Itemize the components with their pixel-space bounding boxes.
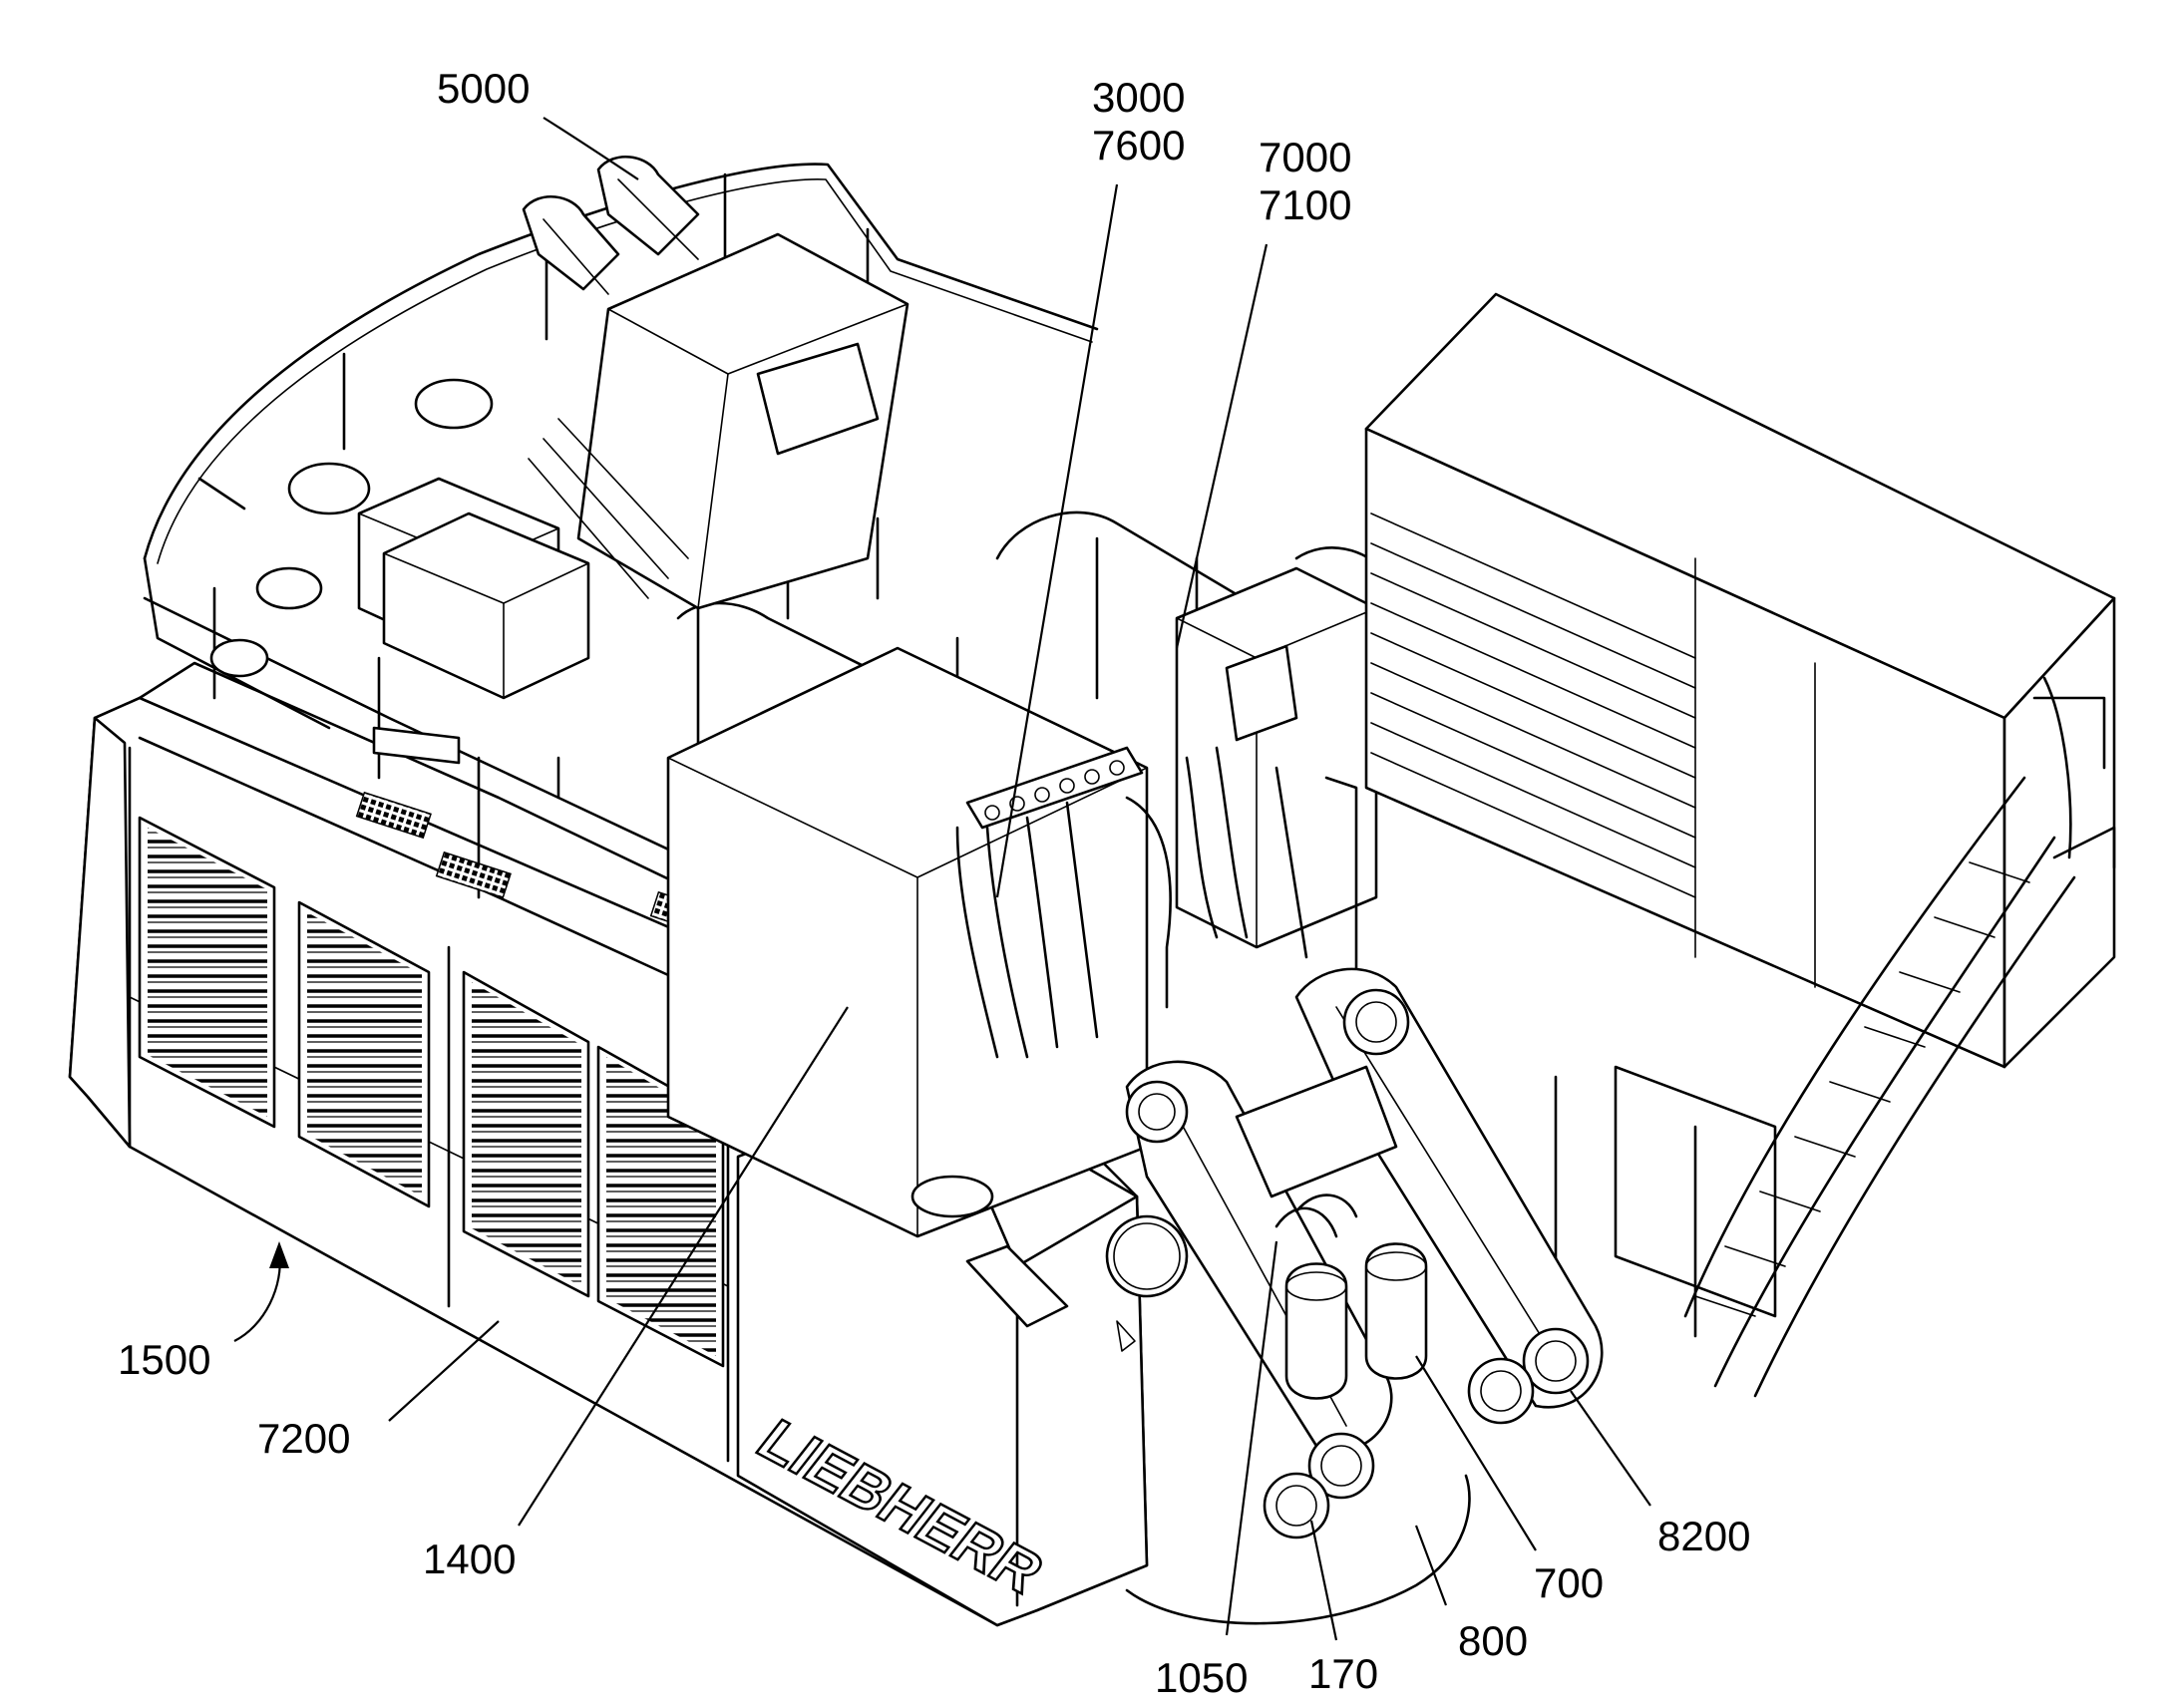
leader-8200 — [1570, 1390, 1651, 1507]
engine-enclosure — [528, 232, 909, 610]
ref-label-8200: 8200 — [1657, 1513, 1750, 1559]
leader-700 — [1415, 1355, 1537, 1551]
front-grilles — [138, 816, 725, 1368]
ref-label-3000: 3000 — [1092, 74, 1185, 121]
leader-7200 — [388, 1320, 500, 1422]
ref-label-5000: 5000 — [437, 65, 530, 112]
ref-label-7000: 7000 — [1259, 134, 1351, 180]
pump-group — [1175, 566, 1378, 959]
ref-label-7100: 7100 — [1259, 181, 1351, 228]
reference-labels: 5000 3000 7600 7000 7100 1500 7200 1400 … — [118, 65, 1750, 1701]
ref-label-7200: 7200 — [257, 1415, 350, 1462]
leader-170 — [1309, 1520, 1338, 1641]
exhaust-pipes — [522, 156, 700, 295]
access-stairway — [1683, 676, 2106, 1398]
leader-800 — [1414, 1525, 1448, 1606]
leader-7000-7100 — [1175, 243, 1269, 649]
ref-label-700: 700 — [1534, 1559, 1604, 1606]
leader-1050 — [1225, 1240, 1278, 1636]
ref-label-170: 170 — [1308, 1650, 1378, 1697]
turntable-disc — [1125, 1474, 1471, 1625]
cab-louvers — [1370, 512, 1696, 958]
leader-3000-7600 — [995, 183, 1119, 898]
control-valve-bank — [965, 746, 1144, 830]
swing-drives — [1235, 1065, 1428, 1400]
ref-label-1500: 1500 — [118, 1336, 210, 1383]
leader-1500-arrowhead — [269, 1241, 289, 1268]
leader-lines — [233, 117, 1651, 1641]
ref-label-800: 800 — [1458, 1617, 1528, 1664]
access-hatch — [1105, 1214, 1189, 1298]
ref-label-7600: 7600 — [1092, 122, 1185, 169]
leader-5000 — [543, 117, 639, 180]
left-housing-panel — [68, 716, 132, 1149]
boom-linkage — [1125, 967, 1604, 1539]
ref-label-1400: 1400 — [423, 1536, 516, 1582]
machine-drawing: LIEBHERR — [68, 156, 2116, 1627]
hydraulic-block — [666, 646, 1172, 1238]
leader-1400 — [518, 1006, 849, 1527]
operator-cab — [1324, 292, 2116, 1358]
deck-equipment — [209, 378, 726, 939]
ref-label-1050: 1050 — [1155, 1654, 1248, 1701]
